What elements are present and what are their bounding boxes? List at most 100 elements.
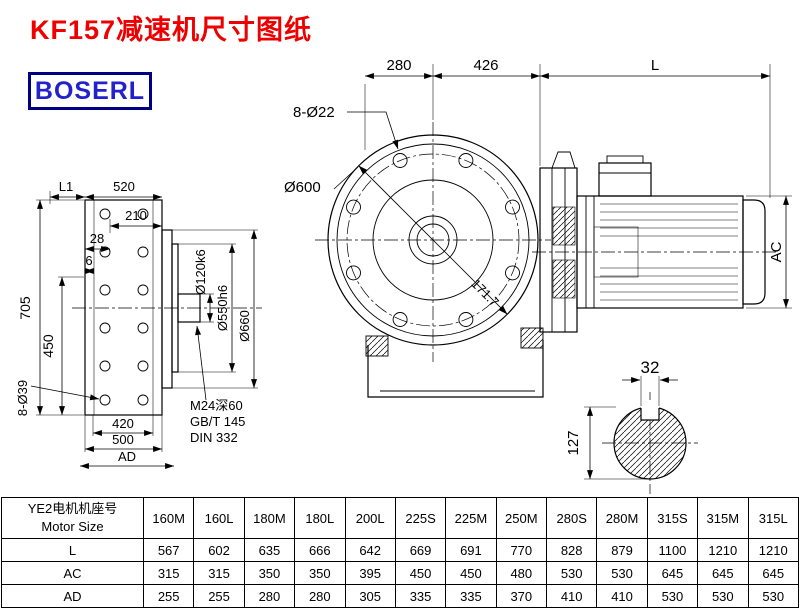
- motor-size-table: YE2电机机座号 Motor Size 160M 160L 180M 180L …: [1, 497, 799, 608]
- col-header: 200L: [344, 497, 396, 539]
- cell: 530: [697, 584, 749, 608]
- col-header: 315S: [646, 497, 699, 539]
- cell: 335: [394, 584, 447, 608]
- brand-logo-text: BOSERL: [34, 76, 146, 105]
- cell: 567: [142, 538, 195, 562]
- shaft-diameter-label: Ø120k6: [193, 249, 208, 295]
- cell: 410: [545, 584, 598, 608]
- cell: 669: [394, 538, 447, 562]
- cell: 350: [243, 561, 296, 585]
- flange-diameter-label: Ø600: [284, 179, 321, 196]
- dim-32-label: 32: [641, 358, 660, 377]
- col-header: 225M: [445, 497, 497, 539]
- dim-280-label: 280: [386, 57, 411, 74]
- dim-450-label: 450: [40, 334, 56, 358]
- col-header: 315M: [697, 497, 749, 539]
- cell: 828: [545, 538, 598, 562]
- dim-AC-label: AC: [768, 241, 785, 262]
- thread-note-label: M24深60: [190, 398, 243, 413]
- motor-adapter: [539, 151, 578, 333]
- cell: 410: [596, 584, 648, 608]
- dim-210-label: 210: [125, 208, 147, 223]
- col-header: 180L: [294, 497, 346, 539]
- row-label: L: [1, 538, 144, 562]
- cell: 645: [646, 561, 699, 585]
- side-view: L1 520 210 28 6 705 450 8-Ø39: [15, 179, 262, 469]
- side-left-dimensions: 705 450 8-Ø39: [15, 199, 100, 416]
- flange-outer-circle: [327, 134, 539, 346]
- housing-base: [365, 327, 544, 398]
- page-title: KF157减速机尺寸图纸: [30, 15, 313, 45]
- spigot-diameter-label: Ø550h6: [215, 285, 230, 331]
- cell: 335: [445, 584, 497, 608]
- cell: 350: [294, 561, 346, 585]
- standard-gbt-label: GB/T 145: [190, 414, 245, 429]
- cell: 305: [344, 584, 396, 608]
- dim-127-label: 127: [565, 430, 582, 455]
- dim-6-label: 6: [85, 253, 92, 268]
- cell: 255: [193, 584, 245, 608]
- cell: 315: [142, 561, 195, 585]
- diagonal-dimension-label: 171.7: [468, 276, 502, 310]
- cell: 1210: [747, 538, 799, 562]
- dim-520-label: 520: [113, 179, 135, 194]
- side-bottom-dimensions: 420 500 AD: [79, 415, 175, 469]
- front-view: Ø600 171.7 8-Ø22 280 426 L: [284, 57, 792, 398]
- table-header-motor-size: YE2电机机座号 Motor Size: [1, 497, 144, 539]
- cell: 315: [193, 561, 245, 585]
- thread-notes: M24深60 GB/T 145 DIN 332: [190, 325, 245, 445]
- cell: 370: [495, 584, 548, 608]
- standard-din-label: DIN 332: [190, 430, 238, 445]
- table-header-row: YE2电机机座号 Motor Size 160M 160L 180M 180L …: [1, 497, 799, 539]
- col-header: 180M: [243, 497, 296, 539]
- cell: 280: [243, 584, 296, 608]
- col-header: 225S: [394, 497, 447, 539]
- col-header: 280M: [596, 497, 648, 539]
- terminal-box: [598, 162, 652, 197]
- terminal-box-cap: [606, 155, 644, 164]
- cell: 530: [596, 561, 648, 585]
- ac-dimension: AC: [746, 195, 792, 309]
- fan-cover: [742, 199, 766, 305]
- table-row-L: L 567 602 635 666 642 669 691 770 828 87…: [1, 538, 799, 562]
- row-label: AD: [1, 584, 144, 608]
- table-header-cn: YE2电机机座号: [27, 501, 118, 517]
- housing-holes-label: 8-Ø39: [15, 380, 30, 416]
- dim-28-label: 28: [90, 231, 104, 246]
- technical-drawing: Ø600 171.7 8-Ø22 280 426 L: [15, 57, 792, 494]
- cell: 879: [596, 538, 648, 562]
- cell: 255: [142, 584, 195, 608]
- bolt-holes-label: 8-Ø22: [293, 104, 335, 121]
- cell: 395: [344, 561, 396, 585]
- side-right-dimensions: Ø120k6 Ø550h6 Ø660: [172, 229, 258, 389]
- col-header: 250M: [495, 497, 548, 539]
- cell: 666: [294, 538, 346, 562]
- col-header: 280S: [545, 497, 598, 539]
- keyway-width-dimension: 32: [622, 358, 678, 406]
- cell: 691: [445, 538, 497, 562]
- keyway-notch: [640, 408, 660, 421]
- cell: 1100: [646, 538, 699, 562]
- cell: 530: [646, 584, 699, 608]
- motor-fins: [600, 203, 738, 301]
- output-flange: [161, 229, 173, 389]
- shaft-section-view: 32 127: [565, 358, 698, 494]
- table-row-AD: AD 255 255 280 280 305 335 335 370 410 4…: [1, 584, 799, 608]
- cell: 530: [545, 561, 598, 585]
- cell: 770: [495, 538, 548, 562]
- cell: 645: [697, 561, 749, 585]
- cell: 280: [294, 584, 346, 608]
- cell: 1210: [697, 538, 749, 562]
- motor-size-table-wrap: YE2电机机座号 Motor Size 160M 160L 180M 180L …: [1, 497, 799, 608]
- col-header: 160M: [142, 497, 195, 539]
- cell: 450: [394, 561, 447, 585]
- dim-L-label: L: [651, 57, 659, 74]
- flange-diameter-side-label: Ø660: [237, 310, 252, 342]
- cell: 602: [193, 538, 245, 562]
- table-row-AC: AC 315 315 350 350 395 450 450 480 530 5…: [1, 561, 799, 585]
- bolt-circle: [346, 153, 520, 327]
- brand-logo: BOSERL: [28, 72, 152, 110]
- top-dimensions: 280 426 L: [364, 57, 771, 198]
- cell: 480: [495, 561, 548, 585]
